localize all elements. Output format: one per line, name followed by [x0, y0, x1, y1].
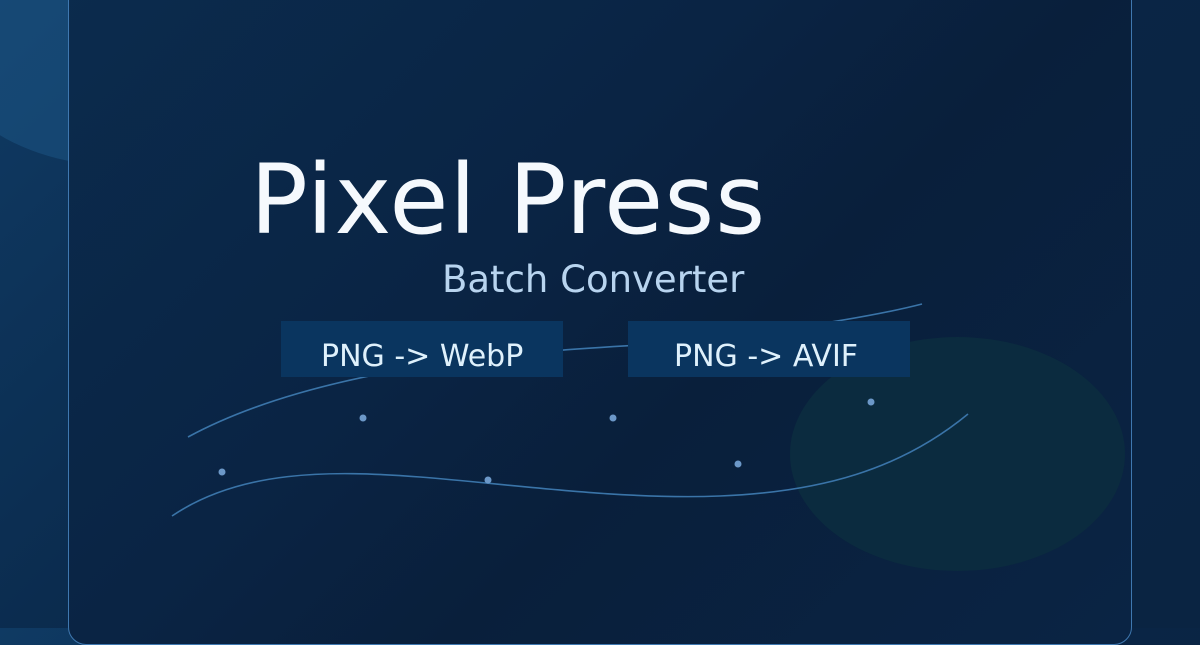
- chip-label: PNG -> WebP: [321, 339, 524, 374]
- curve-lower: [171, 413, 969, 517]
- dot: [484, 476, 492, 484]
- chip-png-to-avif: PNG -> AVIF: [628, 321, 910, 377]
- app-title: Pixel Press: [250, 144, 767, 256]
- dot: [734, 460, 742, 468]
- chip-png-to-webp: PNG -> WebP: [281, 321, 563, 377]
- dot: [609, 414, 617, 422]
- dot: [218, 468, 226, 476]
- app-subtitle: Batch Converter: [442, 258, 745, 301]
- dot: [867, 398, 875, 406]
- dot: [359, 414, 367, 422]
- chip-label: PNG -> AVIF: [674, 339, 859, 374]
- decorative-curves: [171, 303, 969, 517]
